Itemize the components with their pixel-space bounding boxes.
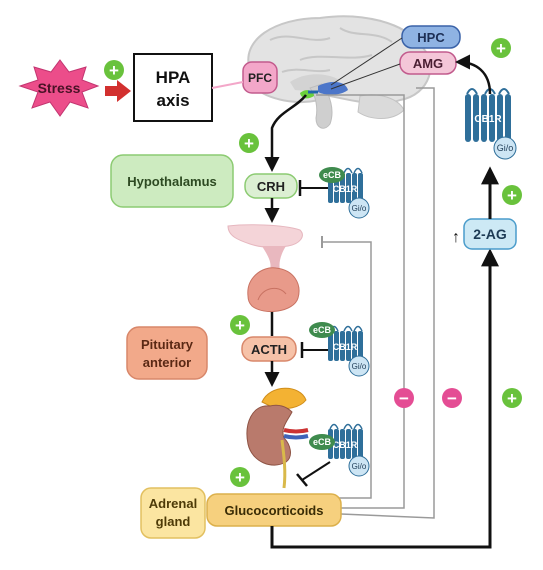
pituitary-line2: anterior <box>143 355 191 370</box>
pfc-label-box: PFC <box>242 61 278 94</box>
svg-text:+: + <box>244 134 254 153</box>
brain-illustration <box>247 15 432 129</box>
minus-badge-left: − <box>394 388 414 408</box>
adrenal-inhibit-line <box>301 461 331 481</box>
stress-text: Stress <box>38 80 81 96</box>
minus-badge-right: − <box>442 388 462 408</box>
acth-box: ACTH <box>241 336 297 362</box>
svg-text:eCB: eCB <box>323 170 342 180</box>
hpc-text: HPC <box>417 30 445 45</box>
svg-text:CB1R: CB1R <box>333 184 358 194</box>
hpa-axis-box: HPA axis <box>133 53 213 122</box>
pituitary-plus-badge: + <box>230 315 250 335</box>
crh-text: CRH <box>257 179 285 194</box>
feedback-line-pituitary <box>322 241 372 499</box>
hpa-line2: axis <box>156 91 189 110</box>
two-ag-box: 2-AG <box>463 218 517 250</box>
hpa-to-pfc-connector <box>211 81 244 89</box>
amg-leader-line <box>330 63 401 90</box>
svg-text:Gi/o: Gi/o <box>352 204 367 213</box>
pfc-text: PFC <box>248 71 272 85</box>
hypothalamus-text: Hypothalamus <box>127 174 217 189</box>
svg-text:+: + <box>109 61 119 80</box>
svg-text:Gi/o: Gi/o <box>497 143 514 153</box>
svg-text:+: + <box>507 389 517 408</box>
adrenal-inhibit-bar <box>296 473 308 487</box>
cb1r-receptor-pituitary: CB1R Gi/o eCB <box>309 322 370 377</box>
svg-text:+: + <box>235 316 245 335</box>
pfc-to-crh-arrow <box>264 94 307 172</box>
adrenal-gland-box: Adrenal gland <box>140 487 206 539</box>
pfc-plus-badge: + <box>239 133 259 153</box>
hpc-leader-line <box>330 37 403 86</box>
crh-box: CRH <box>244 173 298 199</box>
adrenal-plus-badge: + <box>230 467 250 487</box>
svg-text:Gi/o: Gi/o <box>352 362 367 371</box>
svg-text:eCB: eCB <box>313 325 332 335</box>
hpc-label-box: HPC <box>401 25 461 49</box>
two-ag-plus-badge: + <box>502 185 522 205</box>
cb1r-receptor-hypothalamus: CB1R Gi/o eCB <box>319 167 370 219</box>
svg-text:CB1R: CB1R <box>333 440 358 450</box>
svg-text:eCB: eCB <box>313 437 332 447</box>
cb1r-receptor-adrenal: CB1R Gi/o eCB <box>309 423 370 477</box>
glucocorticoids-box: Glucocorticoids <box>206 493 342 527</box>
stress-arrow <box>105 80 131 102</box>
adrenal-line1: Adrenal <box>149 496 197 511</box>
amg-text: AMG <box>413 56 443 71</box>
feedback-line-brain <box>316 94 405 509</box>
svg-text:Gi/o: Gi/o <box>352 462 367 471</box>
feedback-line-amg <box>340 87 435 519</box>
two-ag-text: 2-AG <box>473 226 507 242</box>
cb1r-receptor-amg: CB1R Gi/o <box>465 88 517 160</box>
amg-plus-badge: + <box>491 38 511 58</box>
gluco-to-2ag-arrow <box>270 248 499 549</box>
svg-text:+: + <box>496 39 506 58</box>
hypothalamus-box: Hypothalamus <box>110 154 234 208</box>
pituitary-line1: Pituitary <box>141 337 194 352</box>
svg-text:−: − <box>399 389 409 408</box>
svg-text:+: + <box>507 186 517 205</box>
svg-text:−: − <box>447 389 457 408</box>
glucocorticoids-text: Glucocorticoids <box>225 503 324 518</box>
loop-plus-badge: + <box>502 388 522 408</box>
cb1r-to-amg-arrow <box>455 54 492 95</box>
increase-arrow: ↑ <box>452 229 460 246</box>
pituitary-illustration <box>227 224 303 313</box>
stress-burst: Stress <box>18 59 100 117</box>
acth-text: ACTH <box>251 342 287 357</box>
hpa-line1: HPA <box>156 68 191 87</box>
pituitary-anterior-box: Pituitary anterior <box>126 326 208 380</box>
amg-label-box: AMG <box>399 51 457 75</box>
stress-plus-badge: + <box>104 60 124 80</box>
adrenal-kidney-illustration <box>246 387 309 489</box>
svg-text:+: + <box>235 468 245 487</box>
svg-text:CB1R: CB1R <box>333 342 358 352</box>
svg-text:CB1R: CB1R <box>474 114 502 125</box>
adrenal-line2: gland <box>156 514 191 529</box>
